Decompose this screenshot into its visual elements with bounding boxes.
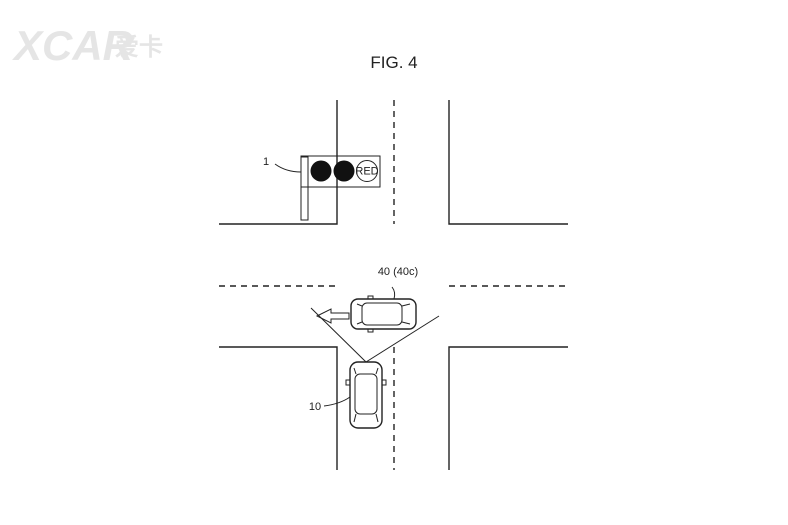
own-vehicle: 10 <box>309 361 387 429</box>
road-edges <box>219 100 568 470</box>
own-vehicle-windshield-right <box>375 367 379 375</box>
signal-label: 1 <box>263 156 269 168</box>
road-edge-top-right <box>448 100 568 225</box>
own-vehicle-roof <box>354 373 378 415</box>
traffic-signal: RED 1 <box>263 155 381 221</box>
own-vehicle-body <box>349 361 383 429</box>
figure-title: FIG. 4 <box>370 53 417 72</box>
other-vehicle-rear-top <box>401 303 411 307</box>
signal-lamp-off-2 <box>333 160 355 182</box>
other-vehicle-windshield-bottom <box>356 321 363 325</box>
signal-leader-line <box>274 163 302 173</box>
other-vehicle-body <box>350 298 417 330</box>
own-vehicle-rear-left <box>353 413 357 423</box>
own-vehicle-leader-line <box>323 396 351 407</box>
watermark-text: 爱卡 <box>115 34 163 61</box>
other-vehicle-label: 40 (40c) <box>378 266 418 278</box>
other-vehicle-windshield-top <box>356 303 363 307</box>
detection-range <box>310 307 440 363</box>
direction-arrow <box>315 308 350 324</box>
own-vehicle-mirror-right <box>381 379 387 386</box>
road-edge-bottom-left <box>219 346 338 470</box>
other-vehicle: 40 (40c) <box>350 266 418 333</box>
signal-lamp-text: RED <box>355 166 378 178</box>
signal-lamp-off-1 <box>310 160 332 182</box>
other-vehicle-leader-line <box>391 286 396 300</box>
watermark-brand: XCAR <box>12 22 134 69</box>
own-vehicle-rear-right <box>375 413 379 423</box>
road-edge-bottom-right <box>448 346 568 470</box>
road-edge-top-left <box>219 100 338 225</box>
detection-range-left-edge <box>310 307 367 363</box>
own-vehicle-mirror-left <box>345 379 351 386</box>
other-vehicle-rear-bottom <box>401 321 411 325</box>
watermark-logo: XCAR 爱卡 <box>12 22 163 69</box>
signal-lamp-red <box>356 160 378 182</box>
other-vehicle-mirror-top <box>367 295 374 300</box>
own-vehicle-windshield-left <box>353 367 357 375</box>
detection-range-right-edge <box>365 315 440 363</box>
own-vehicle-label: 10 <box>309 401 321 413</box>
other-vehicle-mirror-bottom <box>367 328 374 333</box>
signal-pole <box>300 156 309 221</box>
lane-markings <box>219 100 568 470</box>
other-vehicle-roof <box>361 302 403 326</box>
arrow-left-icon <box>315 308 350 324</box>
